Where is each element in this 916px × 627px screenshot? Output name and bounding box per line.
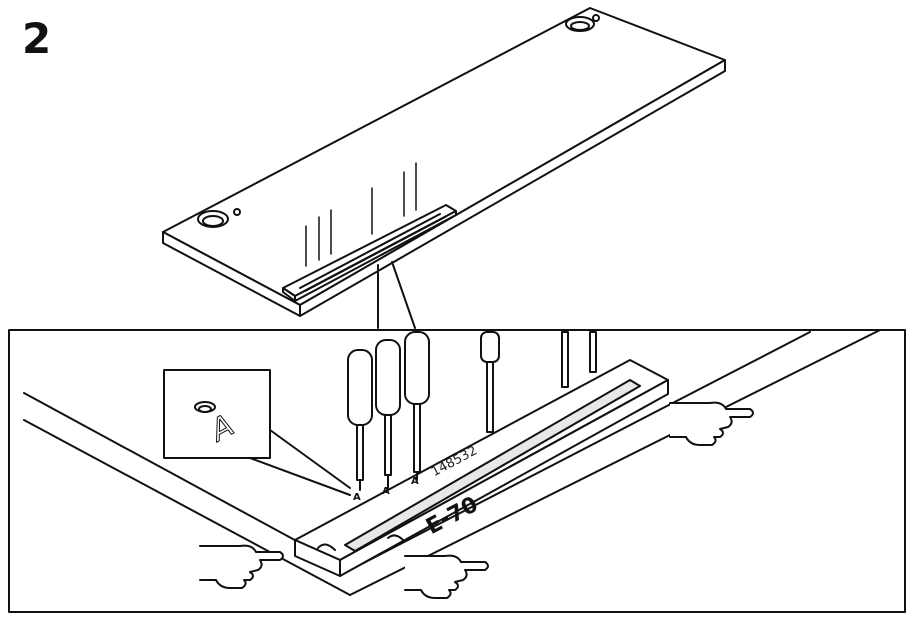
detail-frame [8, 329, 906, 613]
pointing-hand-icon [199, 401, 754, 599]
board-detail [23, 329, 881, 596]
screwdriver-icon [347, 331, 597, 491]
pin-icon [305, 162, 417, 267]
hole-marker: A [411, 476, 419, 487]
hole-marker: A [353, 492, 361, 503]
jig-overview [282, 204, 457, 302]
step-number: 2 [22, 14, 52, 63]
board-overview [162, 7, 726, 317]
jig-detail [294, 359, 669, 577]
hole-detail-inset: A [163, 369, 351, 496]
hole-marker: A [382, 486, 390, 497]
